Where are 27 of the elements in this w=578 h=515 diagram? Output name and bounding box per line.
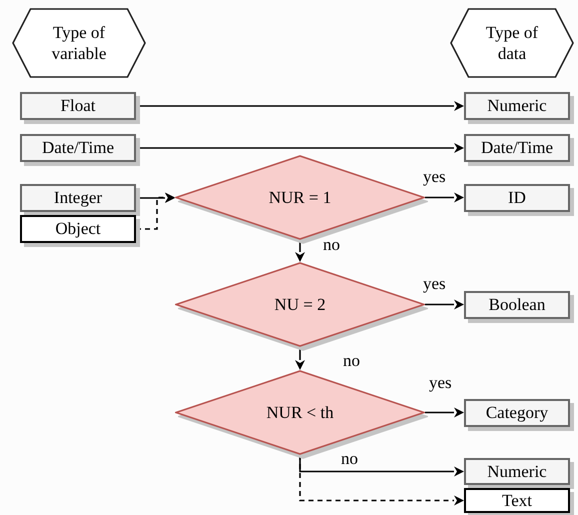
arrow	[295, 347, 305, 370]
node-label: Date/Time	[42, 137, 114, 159]
header-hexagon	[12, 8, 146, 78]
header-hexagon	[450, 8, 574, 78]
node-label: Text	[502, 490, 532, 512]
node-label: Object	[55, 218, 101, 240]
dashed-arrow	[299, 455, 464, 506]
node-label: NU = 2	[274, 294, 326, 316]
arrow	[425, 300, 464, 310]
arrow	[425, 192, 464, 202]
node-label: ID	[508, 187, 526, 209]
decision-diamond	[175, 155, 425, 240]
node-label: Float	[60, 95, 96, 117]
arrow	[425, 408, 464, 418]
node-label: Numeric	[487, 460, 547, 482]
node-label: Integer	[54, 187, 102, 209]
node-label: Category	[486, 402, 548, 424]
node-label: NUR < th	[266, 402, 334, 424]
node-label: NUR = 1	[268, 186, 332, 208]
node-label: Numeric	[487, 95, 547, 117]
arrow	[295, 240, 305, 262]
node-label: Type of variable	[50, 22, 108, 64]
decision-diamond	[175, 370, 425, 455]
node-label: Boolean	[488, 294, 546, 316]
decision-diamond	[175, 262, 425, 347]
node-label: Date/Time	[480, 137, 554, 159]
node-label: Type of data	[484, 22, 540, 64]
